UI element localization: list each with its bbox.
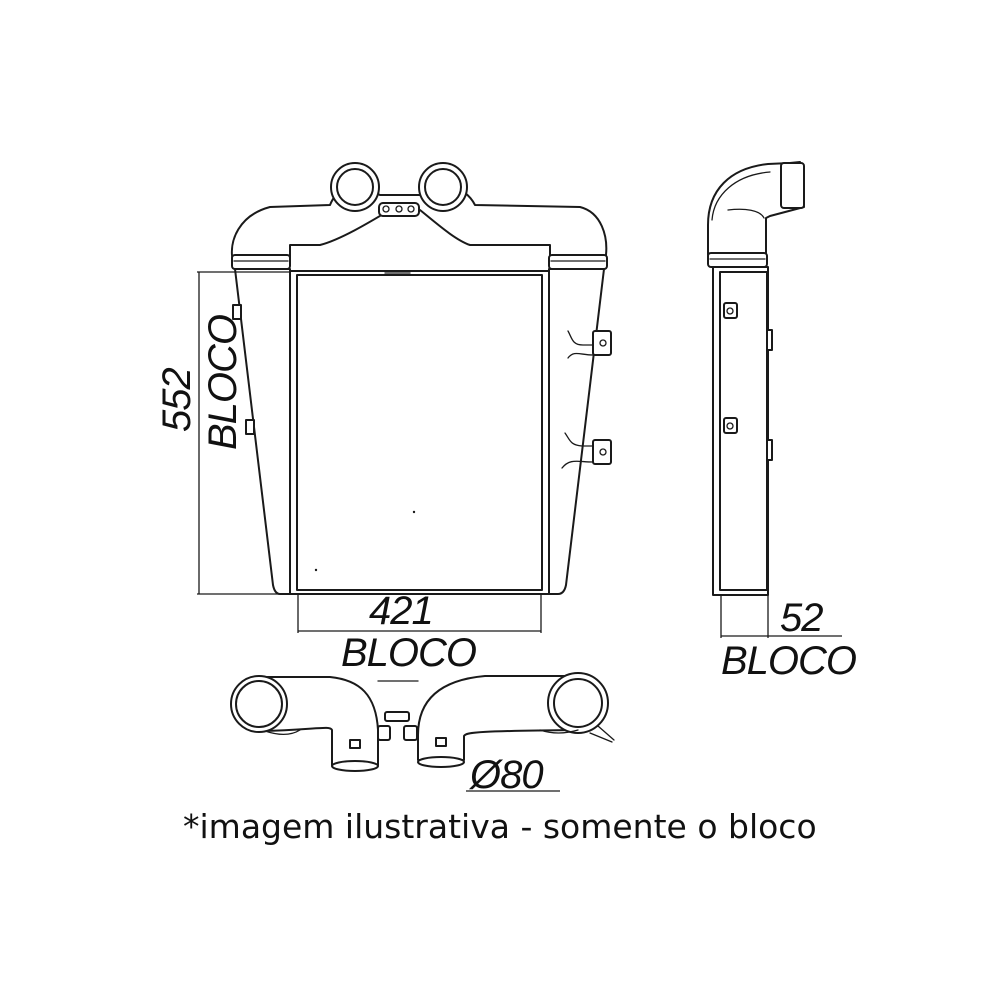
front-view: 552 BLOCO 421 BLOCO	[155, 162, 612, 675]
top-view: Ø80	[230, 672, 615, 797]
right-inlet-ring-inner	[424, 168, 462, 206]
core-block-inner	[296, 274, 543, 591]
front-upper-manifold	[231, 185, 608, 263]
top-left-inlet-inner	[235, 680, 283, 728]
height-label: BLOCO	[201, 315, 245, 450]
left-inlet-ring-inner	[336, 168, 374, 206]
top-right-inlet-inner	[553, 678, 603, 728]
center-bracket	[378, 202, 420, 217]
width-value: 421	[369, 589, 433, 633]
diameter-value: Ø80	[468, 753, 543, 797]
side-view: 52 BLOCO	[707, 161, 857, 683]
right-mounting-bracket-lower	[561, 432, 612, 469]
right-side-tank	[548, 268, 605, 595]
depth-value: 52	[780, 596, 823, 640]
depth-label: BLOCO	[721, 639, 856, 683]
right-mounting-bracket-upper	[567, 330, 612, 359]
left-tank-collar	[231, 254, 291, 270]
width-label: BLOCO	[341, 631, 476, 675]
right-tank-collar	[548, 254, 608, 270]
side-collar	[707, 252, 768, 268]
side-pipe-outlet	[780, 162, 805, 209]
height-value: 552	[155, 368, 199, 432]
caption-text: *imagem ilustrativa - somente o bloco	[183, 807, 817, 846]
